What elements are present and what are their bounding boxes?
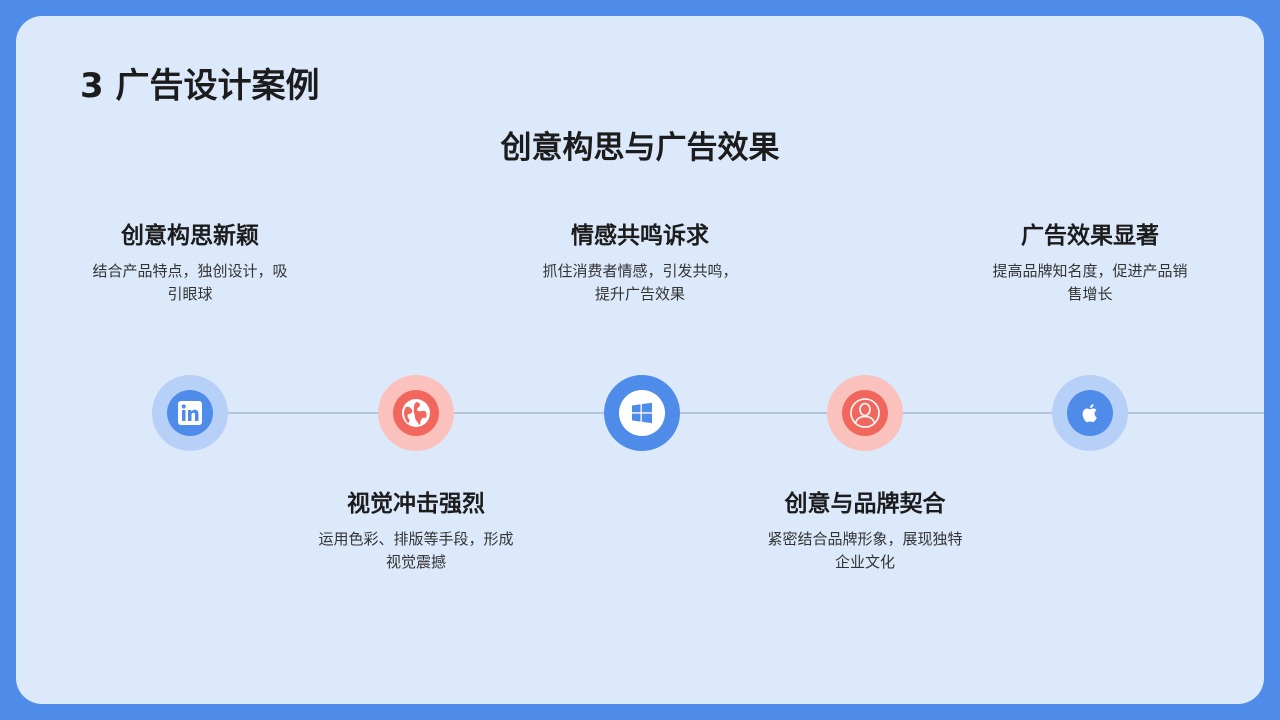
item-description: 结合产品特点，独创设计，吸引眼球 <box>92 262 288 303</box>
timeline-item-1: 创意构思新颖 结合产品特点，独创设计，吸引眼球 <box>70 220 310 306</box>
item-description: 提高品牌知名度，促进产品销售增长 <box>992 262 1188 303</box>
slide-card <box>16 16 1264 704</box>
windows-icon <box>619 390 665 436</box>
item-description: 抓住消费者情感，引发共鸣，提升广告效果 <box>542 262 738 303</box>
timeline-node-5 <box>1052 375 1128 451</box>
item-title: 广告效果显著 <box>1021 223 1159 249</box>
linkedin-icon <box>167 390 213 436</box>
timeline-item-2: 视觉冲击强烈 运用色彩、排版等手段，形成视觉震撼 <box>296 488 536 574</box>
item-title: 创意构思新颖 <box>121 223 259 249</box>
apple-icon <box>1067 390 1113 436</box>
timeline-node-1 <box>152 375 228 451</box>
section-title: 3 广告设计案例 <box>80 66 320 106</box>
timeline-item-3: 情感共鸣诉求 抓住消费者情感，引发共鸣，提升广告效果 <box>520 220 760 306</box>
timeline-node-3 <box>604 375 680 451</box>
timeline-node-2 <box>378 375 454 451</box>
timeline-node-4 <box>827 375 903 451</box>
timeline-item-4: 创意与品牌契合 紧密结合品牌形象，展现独特企业文化 <box>745 488 985 574</box>
item-title: 情感共鸣诉求 <box>571 223 709 249</box>
item-title: 视觉冲击强烈 <box>347 491 485 517</box>
timeline-line <box>190 412 1264 414</box>
timeline-item-5: 广告效果显著 提高品牌知名度，促进产品销售增长 <box>970 220 1210 306</box>
globe-icon <box>393 390 439 436</box>
item-description: 运用色彩、排版等手段，形成视觉震撼 <box>318 530 514 571</box>
user-icon <box>842 390 888 436</box>
slide-subtitle: 创意构思与广告效果 <box>500 130 780 166</box>
item-description: 紧密结合品牌形象，展现独特企业文化 <box>767 530 963 571</box>
item-title: 创意与品牌契合 <box>784 491 946 517</box>
